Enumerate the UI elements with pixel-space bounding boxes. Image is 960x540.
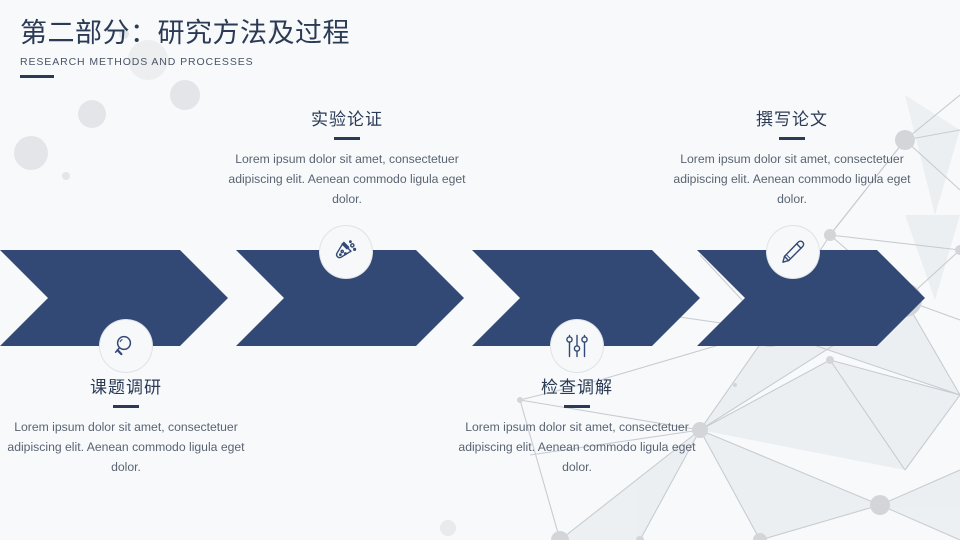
magnifier-icon (113, 333, 139, 359)
step-description: Lorem ipsum dolor sit amet, consectetuer… (458, 419, 696, 475)
step-title: 实验论证 (311, 110, 383, 129)
badge-step-3[interactable] (551, 320, 603, 372)
step-underline (113, 405, 139, 408)
decor-circle (78, 100, 106, 128)
step-underline (564, 405, 590, 408)
badge-step-4[interactable] (767, 226, 819, 278)
step-text-4: 撰写论文 Lorem ipsum dolor sit amet, consect… (670, 110, 914, 209)
decor-circle (440, 520, 456, 536)
step-text-3: 检查调解 Lorem ipsum dolor sit amet, consect… (455, 378, 699, 477)
step-text-1: 课题调研 Lorem ipsum dolor sit amet, consect… (4, 378, 248, 477)
pencil-icon (780, 239, 806, 265)
step-description: Lorem ipsum dolor sit amet, consectetuer… (228, 151, 466, 207)
sliders-icon (564, 333, 590, 359)
badge-step-1[interactable] (100, 320, 152, 372)
step-description: Lorem ipsum dolor sit amet, consectetuer… (7, 419, 245, 475)
step-underline (334, 137, 360, 140)
step-title: 撰写论文 (756, 110, 828, 129)
badge-step-2[interactable] (320, 226, 372, 278)
page-subtitle: RESEARCH METHODS AND PROCESSES (20, 56, 254, 69)
slide-header: 第二部分：研究方法及过程 RESEARCH METHODS AND PROCES… (20, 18, 350, 79)
step-text-2: 实验论证 Lorem ipsum dolor sit amet, consect… (225, 110, 469, 209)
decor-circle (14, 136, 48, 170)
page-title: 第二部分：研究方法及过程 (20, 18, 350, 48)
flask-icon (333, 239, 359, 265)
step-description: Lorem ipsum dolor sit amet, consectetuer… (673, 151, 911, 207)
decor-circle (62, 172, 70, 180)
header-underline (20, 75, 54, 79)
step-title: 检查调解 (541, 378, 613, 397)
decor-circle (170, 80, 200, 110)
step-underline (779, 137, 805, 140)
step-title: 课题调研 (90, 378, 162, 397)
